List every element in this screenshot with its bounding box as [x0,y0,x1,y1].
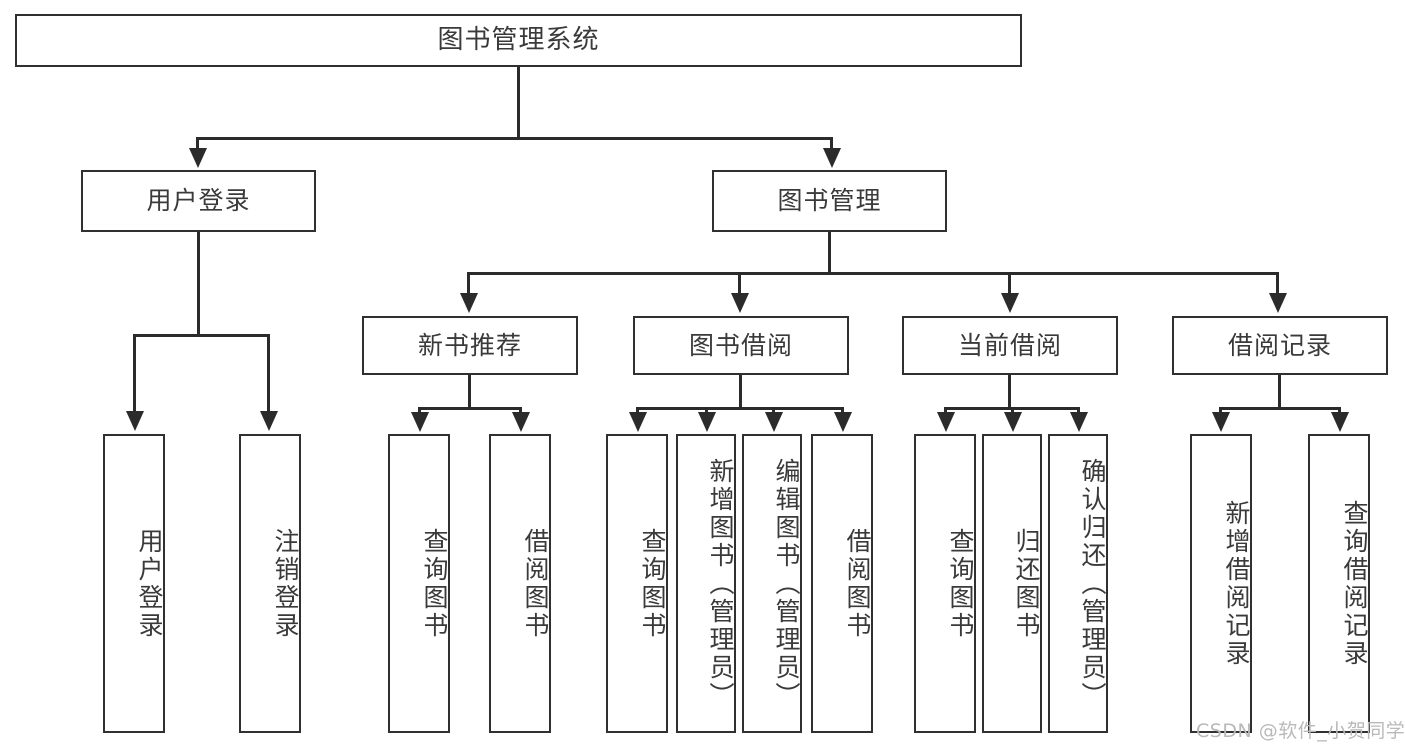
leaf-book-borrow-query[interactable]: 查询图书 [606,434,668,733]
edge-bookborrow-to-leaf1 [636,407,639,415]
arrow-currentborrow-to-leaf3 [1070,412,1088,432]
leaf-current-borrow-return[interactable]: 归还图书 [982,434,1042,733]
arrow-root-to-userlogin [189,148,207,168]
edge-bookmgmt-to-child1 [467,272,470,296]
edge-currentborrow-bus [944,407,1077,410]
node-label: 查询图书 [420,527,449,640]
edge-bookborrow-to-leaf4 [841,407,844,415]
edge-borrowrecord-to-leaf1 [1219,407,1222,415]
edge-bookborrow-to-leaf2 [705,407,708,415]
arrow-userlogin-to-leaf2 [260,411,278,431]
csdn-watermark: CSDN @软件_小贺同学 [1196,720,1405,742]
arrow-borrowrecord-to-leaf2 [1331,412,1349,432]
arrow-borrowrecord-to-leaf1 [1212,412,1230,432]
edge-bookmgmt-bus [467,272,1279,275]
node-label: 借阅记录 [1227,330,1332,360]
node-label: 查询借阅记录 [1340,499,1369,668]
edge-newbook-to-leaf2 [519,407,522,415]
leaf-new-book-borrow[interactable]: 借阅图书 [489,434,551,733]
arrow-bookborrow-to-leaf1 [629,412,647,432]
edge-bookborrow-stem [739,375,742,410]
node-label: 借阅图书 [521,527,550,640]
edge-bookborrow-to-leaf3 [772,407,775,415]
arrow-bookmgmt-to-child2 [731,293,749,313]
edge-userlogin-to-leaf2 [267,334,270,414]
edge-borrowrecord-bus [1219,407,1340,410]
node-label: 查询图书 [946,527,975,640]
node-label: 用户登录 [135,527,164,640]
node-label: 查询图书 [638,527,667,640]
arrow-userlogin-to-leaf1 [126,411,144,431]
edge-newbook-bus [418,407,522,410]
leaf-book-borrow-borrow[interactable]: 借阅图书 [811,434,873,733]
leaf-current-borrow-confirm-return[interactable]: 确认归还（管理员） [1048,434,1108,733]
arrow-root-to-bookmgmt [823,148,841,168]
leaf-user-login-logout[interactable]: 注销登录 [239,434,301,733]
edge-bookmgmt-stem [828,232,831,274]
edge-bookmgmt-to-child3 [1008,272,1011,296]
node-book-management[interactable]: 图书管理 [712,170,947,232]
edge-currentborrow-to-leaf2 [1011,407,1014,415]
leaf-book-borrow-edit[interactable]: 编辑图书（管理员） [742,434,802,733]
node-label: 新书推荐 [417,330,522,360]
arrow-bookmgmt-to-child3 [1001,293,1019,313]
leaf-book-borrow-add[interactable]: 新增图书（管理员） [676,434,736,733]
leaf-borrow-record-query[interactable]: 查询借阅记录 [1308,434,1370,733]
node-borrow-record[interactable]: 借阅记录 [1172,316,1388,375]
node-label: 新增借阅记录 [1222,499,1251,668]
edge-userlogin-to-leaf1 [133,334,136,414]
node-label: 图书管理 [777,186,882,216]
edge-root-to-userlogin [196,137,199,151]
edge-userlogin-bus [133,334,269,337]
node-label: 编辑图书（管理员） [772,457,801,710]
edge-currentborrow-stem [1008,375,1011,410]
node-root-system[interactable]: 图书管理系统 [15,14,1022,67]
edge-bookmgmt-to-child2 [738,272,741,296]
node-label: 用户登录 [146,186,251,216]
arrow-bookmgmt-to-child4 [1269,293,1287,313]
leaf-borrow-record-add[interactable]: 新增借阅记录 [1190,434,1252,733]
arrow-newbook-to-leaf2 [512,412,530,432]
arrow-bookborrow-to-leaf2 [698,412,716,432]
node-label: 借阅图书 [843,527,872,640]
node-book-borrow[interactable]: 图书借阅 [633,316,849,375]
node-current-borrow[interactable]: 当前借阅 [902,316,1118,375]
node-label: 确认归还（管理员） [1078,457,1107,710]
arrow-bookmgmt-to-child1 [460,293,478,313]
arrow-bookborrow-to-leaf3 [765,412,783,432]
edge-newbook-stem [468,375,471,410]
edge-bookborrow-bus [636,407,844,410]
edge-currentborrow-to-leaf3 [1077,407,1080,415]
edge-borrowrecord-stem [1278,375,1281,410]
arrow-currentborrow-to-leaf1 [937,412,955,432]
leaf-new-book-query[interactable]: 查询图书 [388,434,450,733]
node-user-login[interactable]: 用户登录 [81,170,316,232]
edge-userlogin-stem [197,232,200,336]
arrow-currentborrow-to-leaf2 [1004,412,1022,432]
edge-root-stem [517,67,520,139]
edge-root-bus [196,137,833,140]
leaf-user-login-login[interactable]: 用户登录 [103,434,165,733]
edge-borrowrecord-to-leaf2 [1338,407,1341,415]
node-new-book-recommend[interactable]: 新书推荐 [362,316,578,375]
node-label: 图书借阅 [688,330,793,360]
node-label: 新增图书（管理员） [706,457,735,710]
arrow-bookborrow-to-leaf4 [834,412,852,432]
edge-newbook-to-leaf1 [418,407,421,415]
edge-currentborrow-to-leaf1 [944,407,947,415]
node-label: 当前借阅 [957,330,1062,360]
edge-bookmgmt-to-child4 [1276,272,1279,296]
arrow-newbook-to-leaf1 [411,412,429,432]
node-label: 归还图书 [1012,527,1041,640]
leaf-current-borrow-query[interactable]: 查询图书 [914,434,976,733]
node-label: 图书管理系统 [437,25,600,56]
node-label: 注销登录 [271,527,300,640]
edge-root-to-bookmgmt [830,137,833,151]
